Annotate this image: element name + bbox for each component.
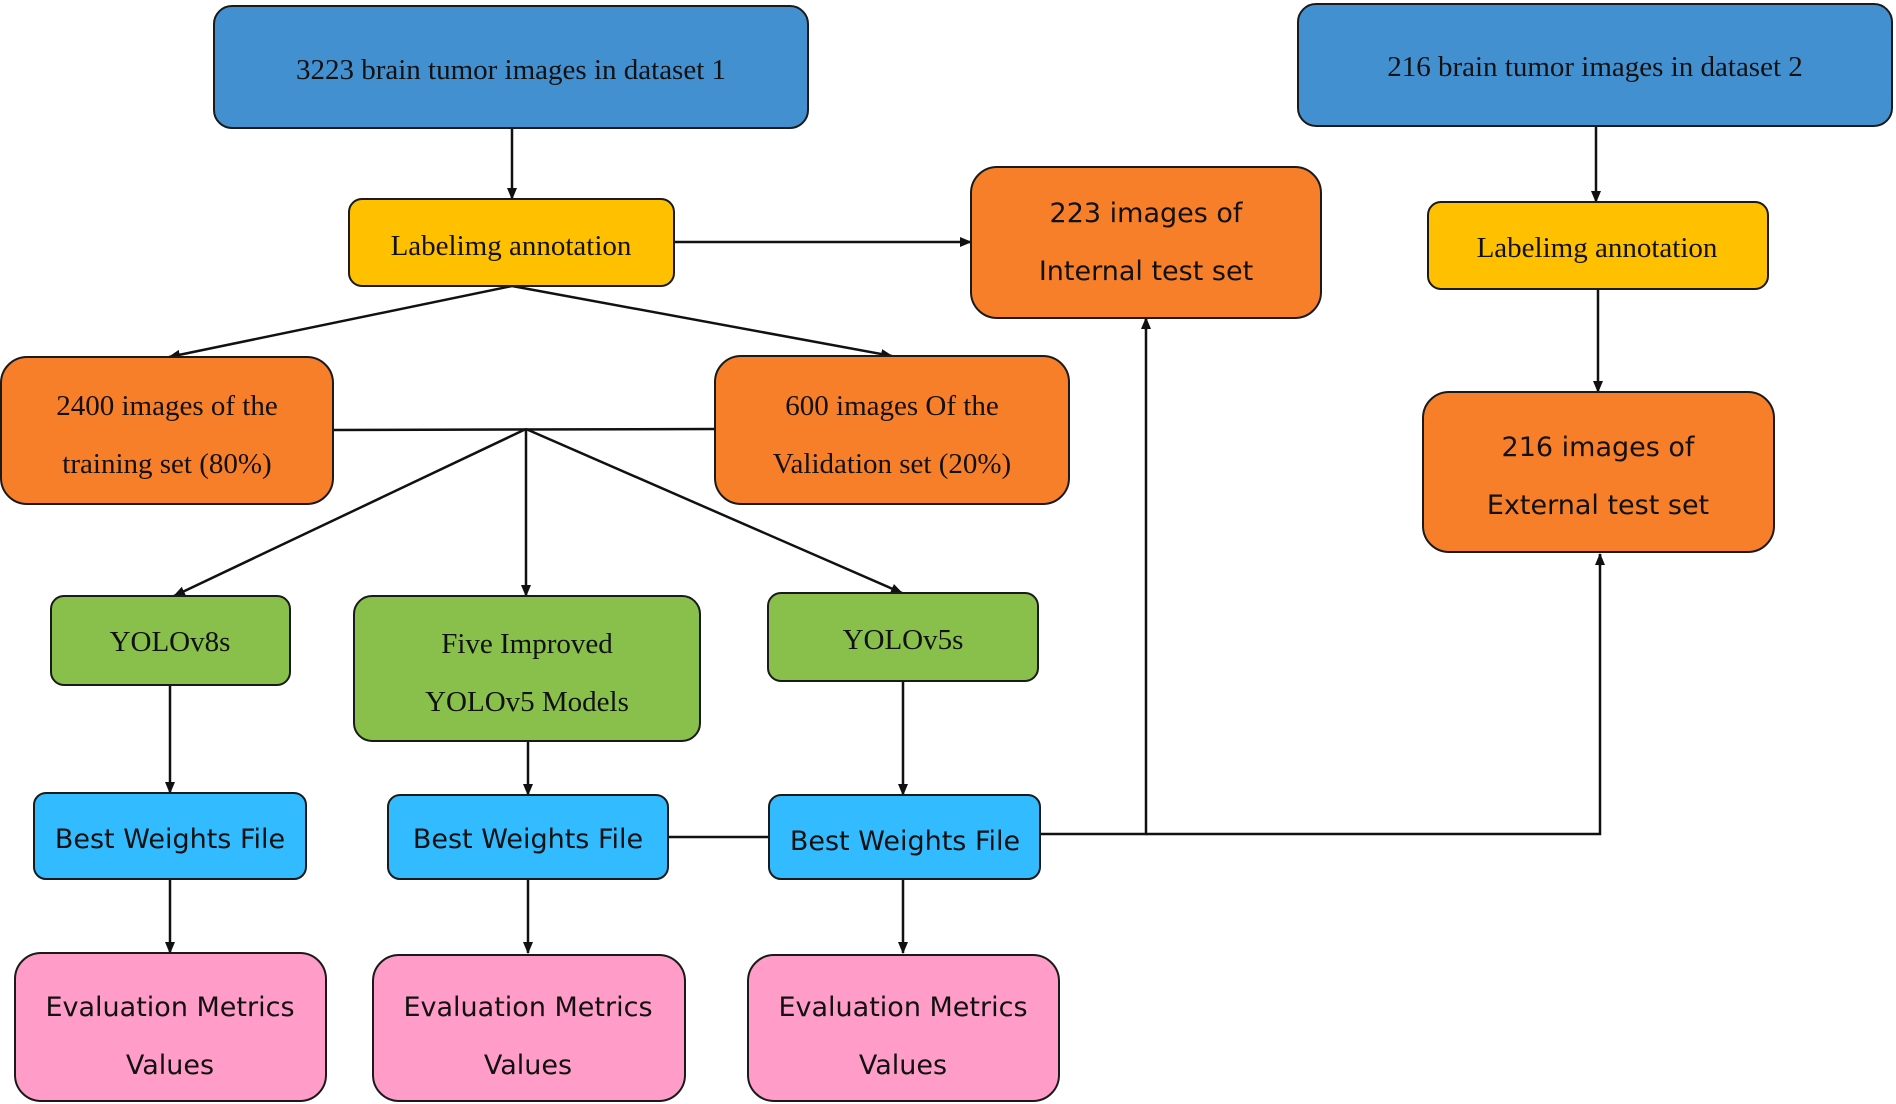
best-weights-file-3-label: Best Weights File (790, 826, 1020, 857)
node-text-line: Best Weights File (790, 826, 1020, 857)
node-text-line: 600 images Of the (785, 390, 998, 422)
best-weights-file-2: Best Weights File (387, 794, 669, 880)
dataset2-box: 216 brain tumor images in dataset 2 (1297, 3, 1893, 127)
node-text-line: Evaluation Metrics (45, 992, 294, 1023)
node-text-line: Internal test set (1039, 256, 1253, 287)
edges (165, 126, 1605, 954)
dataset1-box: 3223 brain tumor images in dataset 1 (213, 5, 809, 129)
node-text-line: Labelimg annotation (391, 230, 632, 262)
edge-weights-to-external (1146, 554, 1602, 836)
node-text-line: 2400 images of the (56, 390, 277, 422)
best-weights-file-2-label: Best Weights File (413, 824, 643, 855)
node-text-line: Values (859, 1050, 947, 1081)
node-text-line: Best Weights File (413, 824, 643, 855)
dataset2-label: 216 brain tumor images in dataset 2 (1387, 51, 1803, 83)
edge-split-yolov8s (173, 427, 527, 598)
labelimg-annotation-2-label: Labelimg annotation (1477, 232, 1718, 264)
node-text-line: Validation set (20%) (773, 448, 1011, 480)
internal-test-set-box: 223 images of Internal test set (970, 166, 1322, 319)
training-set-box: 2400 images of the training set (80%) (0, 356, 334, 505)
node-text-line: 216 images of (1502, 432, 1696, 463)
node-text-line: Five Improved (441, 628, 613, 660)
node-text-line: Evaluation Metrics (778, 992, 1027, 1023)
node-text-line: YOLOv5s (843, 624, 964, 656)
best-weights-file-3: Best Weights File (768, 794, 1041, 880)
edge-label1-validation (511, 284, 893, 359)
best-weights-file-1: Best Weights File (33, 792, 307, 880)
yolov5s-label: YOLOv5s (843, 624, 964, 656)
node-text-line: 216 brain tumor images in dataset 2 (1387, 51, 1803, 83)
node-text-line: Values (126, 1050, 214, 1081)
node-text-line: Evaluation Metrics (403, 992, 652, 1023)
best-weights-file-1-label: Best Weights File (55, 824, 285, 855)
labelimg-annotation-1: Labelimg annotation (348, 198, 675, 287)
node-text-line: 223 images of (1050, 198, 1244, 229)
node-text-line: YOLOv8s (110, 626, 231, 658)
yolov8s-label: YOLOv8s (110, 626, 231, 658)
node-text-line: Best Weights File (55, 824, 285, 855)
internal-test-set-label: 223 images of Internal test set (1039, 198, 1253, 287)
yolov5s-box: YOLOv5s (767, 592, 1039, 682)
labelimg-annotation-1-label: Labelimg annotation (391, 230, 632, 262)
yolov8s-box: YOLOv8s (50, 595, 291, 686)
edge-split-yolov5s (525, 427, 903, 595)
edge-label1-training (168, 284, 513, 360)
node-text-line: 3223 brain tumor images in dataset 1 (296, 54, 726, 86)
training-set-label: 2400 images of the training set (80%) (56, 390, 277, 480)
external-test-set-box: 216 images of External test set (1422, 391, 1775, 553)
node-text-line: YOLOv5 Models (425, 686, 629, 718)
external-test-set-label: 216 images of External test set (1487, 432, 1709, 521)
node-text-line: External test set (1487, 490, 1709, 521)
node-text-line: Labelimg annotation (1477, 232, 1718, 264)
labelimg-annotation-2: Labelimg annotation (1427, 201, 1769, 290)
node-text-line: training set (80%) (62, 448, 271, 480)
dataset1-label: 3223 brain tumor images in dataset 1 (296, 54, 726, 86)
node-text-line: Values (484, 1050, 572, 1081)
